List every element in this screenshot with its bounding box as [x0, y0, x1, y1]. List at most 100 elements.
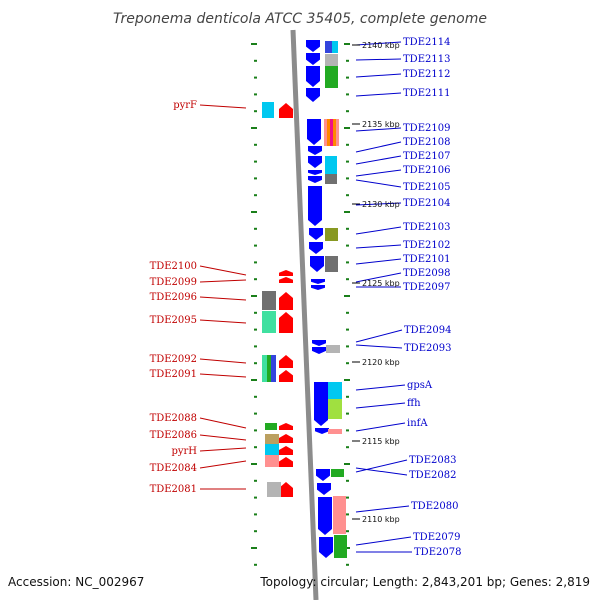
gene-label-left: TDE2088 — [150, 413, 197, 424]
gene-label-left: TDE2096 — [150, 292, 197, 303]
gene-label-left: TDE2084 — [150, 463, 197, 474]
tick-left — [251, 295, 257, 297]
tick-left — [254, 311, 257, 314]
gene-label-right: TDE2103 — [403, 222, 450, 233]
tick-right — [346, 563, 349, 566]
cog-block — [325, 54, 338, 66]
genome-backbone — [290, 29, 319, 600]
connector-right — [355, 169, 402, 177]
tick-left — [254, 177, 257, 180]
connector-right — [355, 459, 408, 473]
gene-label-right: TDE2111 — [403, 88, 450, 99]
gene-label-right: TDE2114 — [403, 37, 450, 48]
forward-gene-arrow — [279, 434, 293, 443]
tick-left — [254, 496, 257, 499]
tick-right — [346, 227, 349, 230]
gene-label-left: TDE2100 — [150, 261, 197, 272]
reverse-gene-arrow — [318, 497, 332, 535]
reverse-gene-arrow — [317, 483, 331, 495]
forward-gene-arrow — [279, 355, 293, 368]
tick-right — [346, 261, 349, 264]
tick-left — [251, 379, 257, 381]
gene-label-left: pyrF — [173, 100, 197, 111]
tick-left — [254, 110, 257, 113]
tick-left — [254, 93, 257, 96]
tick-left — [251, 211, 257, 213]
forward-gene-arrow — [279, 103, 293, 118]
tick-right — [346, 446, 349, 449]
reverse-gene-arrow — [315, 428, 329, 434]
gene-label-right: TDE2097 — [403, 282, 450, 293]
connector-left — [199, 434, 247, 441]
cog-block — [330, 119, 333, 146]
tick-left — [254, 563, 257, 566]
gene-label-right: TDE2104 — [403, 198, 450, 209]
reverse-gene-arrow — [308, 170, 322, 175]
reverse-gene-arrow — [314, 382, 328, 426]
cog-block — [333, 119, 336, 146]
connector-right — [355, 422, 406, 432]
tick-left — [254, 76, 257, 79]
reverse-gene-arrow — [308, 156, 322, 168]
forward-gene-arrow — [279, 446, 293, 455]
tick-right — [346, 530, 349, 533]
scale-label: 2115 kbp — [362, 437, 400, 446]
gene-label-right: TDE2078 — [414, 547, 461, 558]
tick-left — [254, 143, 257, 146]
cog-block — [326, 345, 340, 353]
scale-label: 2110 kbp — [362, 515, 400, 524]
cog-block — [271, 355, 276, 382]
forward-gene-arrow — [279, 423, 293, 430]
gene-label-right: TDE2094 — [404, 325, 451, 336]
cog-block — [328, 382, 342, 399]
tick-right — [346, 328, 349, 331]
tick-right — [346, 395, 349, 398]
tick-right — [344, 295, 350, 297]
connector-left — [199, 447, 247, 452]
gene-label-left: TDE2086 — [150, 430, 197, 441]
cog-block — [262, 102, 268, 118]
cog-block — [265, 423, 277, 430]
gene-label-right: TDE2112 — [403, 69, 450, 80]
reverse-gene-arrow — [311, 279, 325, 284]
reverse-gene-arrow — [312, 347, 326, 354]
cog-block — [262, 355, 267, 382]
tick-right — [346, 429, 349, 432]
cog-block — [333, 496, 346, 534]
tick-left — [251, 547, 257, 549]
tick-left — [254, 530, 257, 533]
tick-right — [344, 211, 350, 213]
connector-right — [355, 329, 403, 343]
cog-category-blocks-right — [324, 41, 347, 558]
tick-right — [346, 513, 349, 516]
scale-label: 2120 kbp — [362, 358, 400, 367]
tick-left — [254, 227, 257, 230]
tick-left — [254, 479, 257, 482]
connector-right — [355, 58, 402, 61]
cog-block — [269, 291, 276, 310]
connector-right — [355, 92, 402, 97]
connector-left — [199, 279, 247, 283]
gene-label-right: TDE2108 — [403, 137, 450, 148]
reverse-gene-arrow — [306, 88, 320, 102]
connector-right — [355, 73, 402, 78]
cog-block — [267, 355, 271, 382]
accession-text: Accession: NC_002967 — [8, 575, 144, 589]
connector-right — [355, 179, 402, 188]
gene-label-left: TDE2092 — [150, 354, 197, 365]
reverse-gene-arrow — [310, 256, 324, 272]
tick-left — [251, 127, 257, 129]
tick-right — [346, 362, 349, 365]
tick-left — [254, 446, 257, 449]
cog-block — [328, 399, 342, 419]
reverse-gene-arrow — [307, 119, 321, 145]
reverse-gene-arrow — [306, 53, 320, 65]
forward-gene-arrow — [279, 457, 293, 467]
connector-right — [355, 344, 403, 349]
scale-label: 2130 kbp — [362, 200, 400, 209]
forward-gene-arrow — [279, 482, 293, 497]
gene-labels-right: TDE2114TDE2113TDE2112TDE2111TDE2109TDE21… — [403, 37, 461, 558]
scale-label: 2125 kbp — [362, 279, 400, 288]
